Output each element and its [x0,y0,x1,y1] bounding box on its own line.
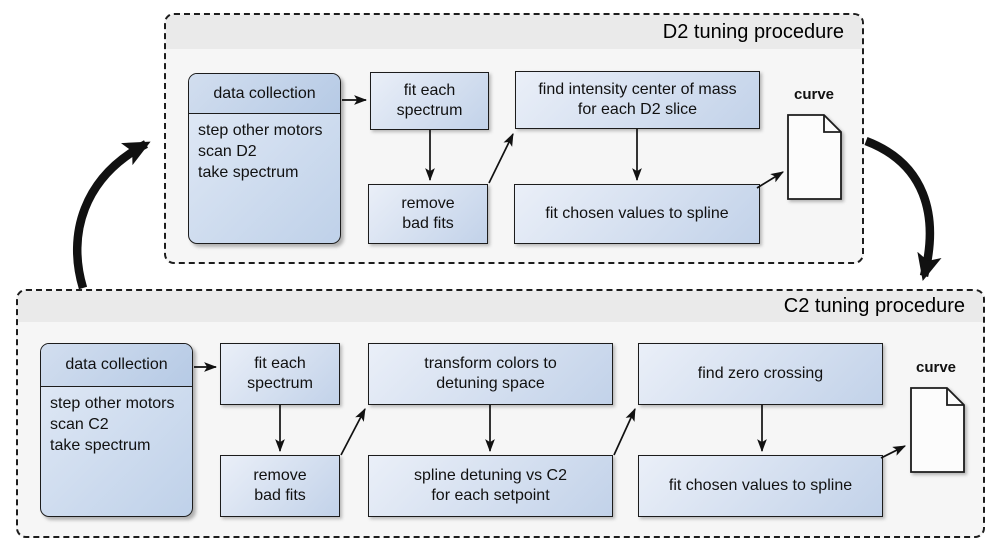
c2-find-zero-crossing-box: find zero crossing [638,343,883,405]
d2-remove-bad-fits-box: remove bad fits [368,184,488,244]
d2-data-collection-header: data collection [189,74,340,114]
c2-spline-detuning-box: spline detuning vs C2 for each setpoint [368,455,613,517]
c2-fit-each-spectrum-box: fit each spectrum [220,343,340,405]
c2-remove-bad-fits-box: remove bad fits [220,455,340,517]
c2-fit-spline-box: fit chosen values to spline [638,455,883,517]
d2-data-collection-box: data collection step other motors scan D… [188,73,341,244]
d2-title-strip: D2 tuning procedure [166,15,862,49]
c2-title-strip: C2 tuning procedure [18,291,983,322]
c2-curve-label: curve [915,359,957,376]
c2-title: C2 tuning procedure [783,295,965,317]
c2-transform-colors-box: transform colors to detuning space [368,343,613,405]
c2-data-collection-header: data collection [41,344,192,387]
d2-center-of-mass-box: find intensity center of mass for each D… [515,71,760,129]
d2-data-collection-steps: step other motors scan D2 take spectrum [198,122,323,181]
arrow-c2-to-d2-cycle [73,140,151,290]
arrow-d2-to-c2-cycle [864,137,942,282]
d2-fit-each-spectrum-box: fit each spectrum [370,72,489,130]
d2-fit-spline-box: fit chosen values to spline [514,184,760,244]
c2-curve-document-icon [910,387,965,473]
c2-data-collection-steps: step other motors scan C2 take spectrum [50,395,175,454]
c2-data-collection-box: data collection step other motors scan C… [40,343,193,517]
d2-curve-document-icon [787,114,842,200]
d2-title: D2 tuning procedure [662,20,844,43]
d2-curve-label: curve [793,86,835,103]
